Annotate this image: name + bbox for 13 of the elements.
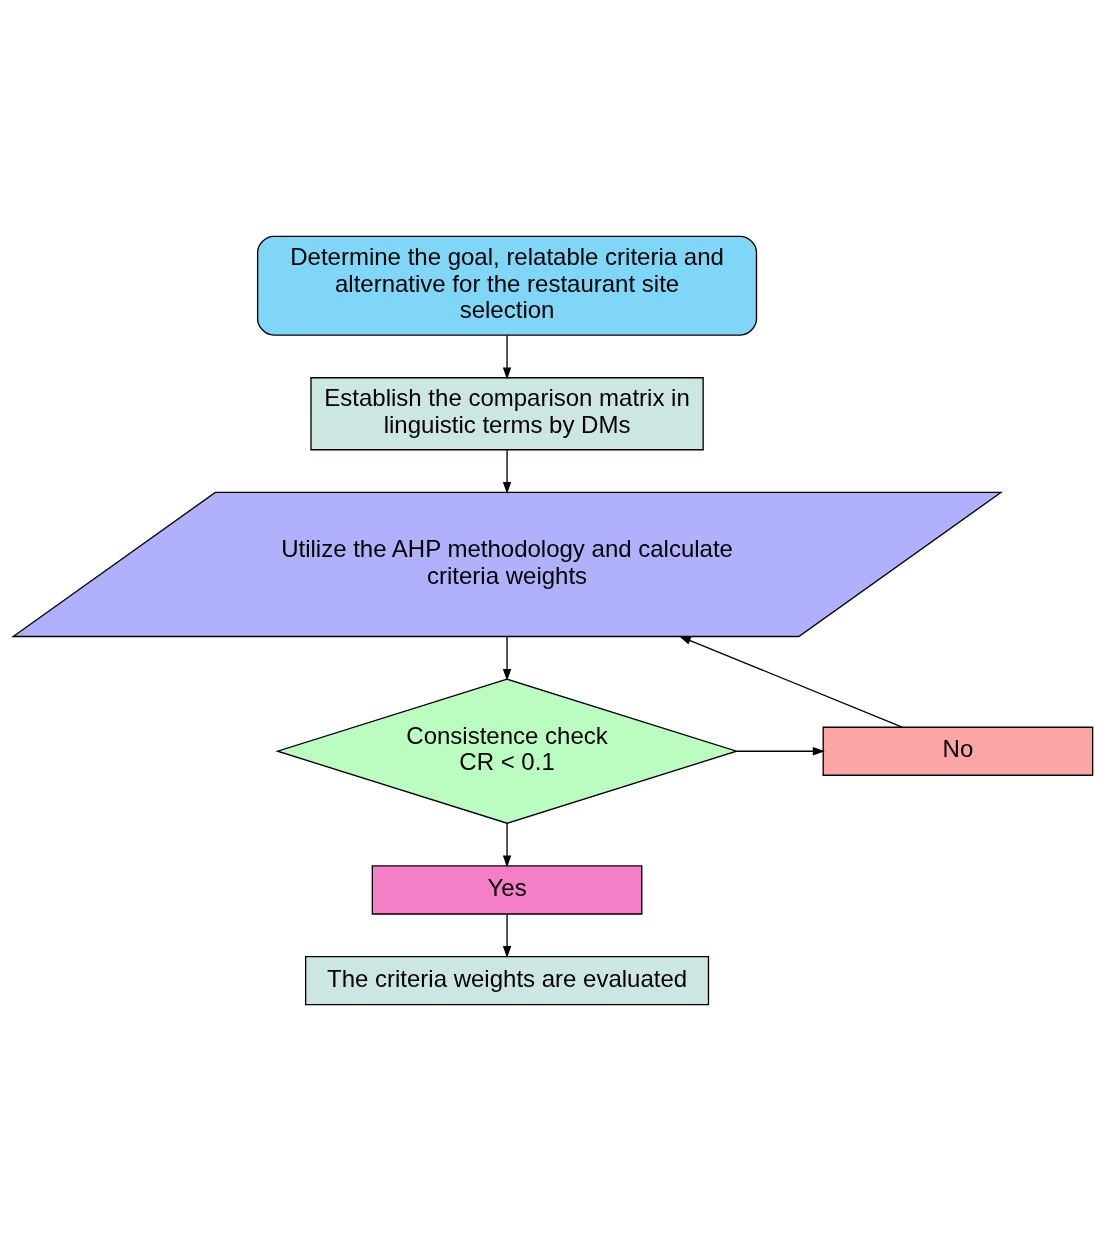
arrow — [678, 635, 903, 728]
node-box: The criteria weights are evaluated — [304, 955, 710, 1005]
node-diamond: Consistence check CR < 0.1 — [275, 678, 739, 824]
arrow — [502, 333, 512, 379]
node-box: No — [822, 726, 1094, 776]
arrow — [502, 448, 512, 494]
node-box: Yes — [371, 864, 643, 915]
arrow — [502, 913, 512, 958]
node-box: Determine the goal, relatable criteria and alternative for the restaurant site selection — [256, 235, 758, 336]
arrow — [502, 822, 512, 867]
arrow — [502, 635, 512, 681]
node-box: Establish the comparison matrix in linguistic terms by DMs — [310, 376, 704, 450]
arrow — [736, 746, 825, 755]
